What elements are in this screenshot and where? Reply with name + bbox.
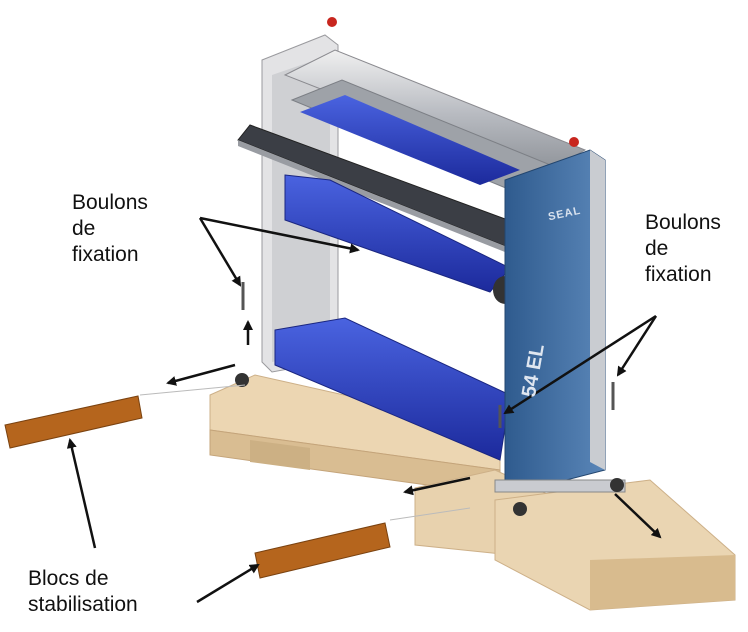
stabilisation-blocks-label: Blocs de stabilisation [28,567,138,616]
annotation-arrows [66,216,662,604]
block-guide-line-left [139,384,246,396]
stabilisation-blocks [4,395,391,579]
laminator-machine [235,17,626,516]
fixing-bolts-label-left: Boulons de fixation [72,191,148,266]
block-guide-line-bottom [389,507,471,521]
fixing-bolts-label-right: Boulons de fixation [645,211,721,286]
wooden-pallet [209,374,736,611]
